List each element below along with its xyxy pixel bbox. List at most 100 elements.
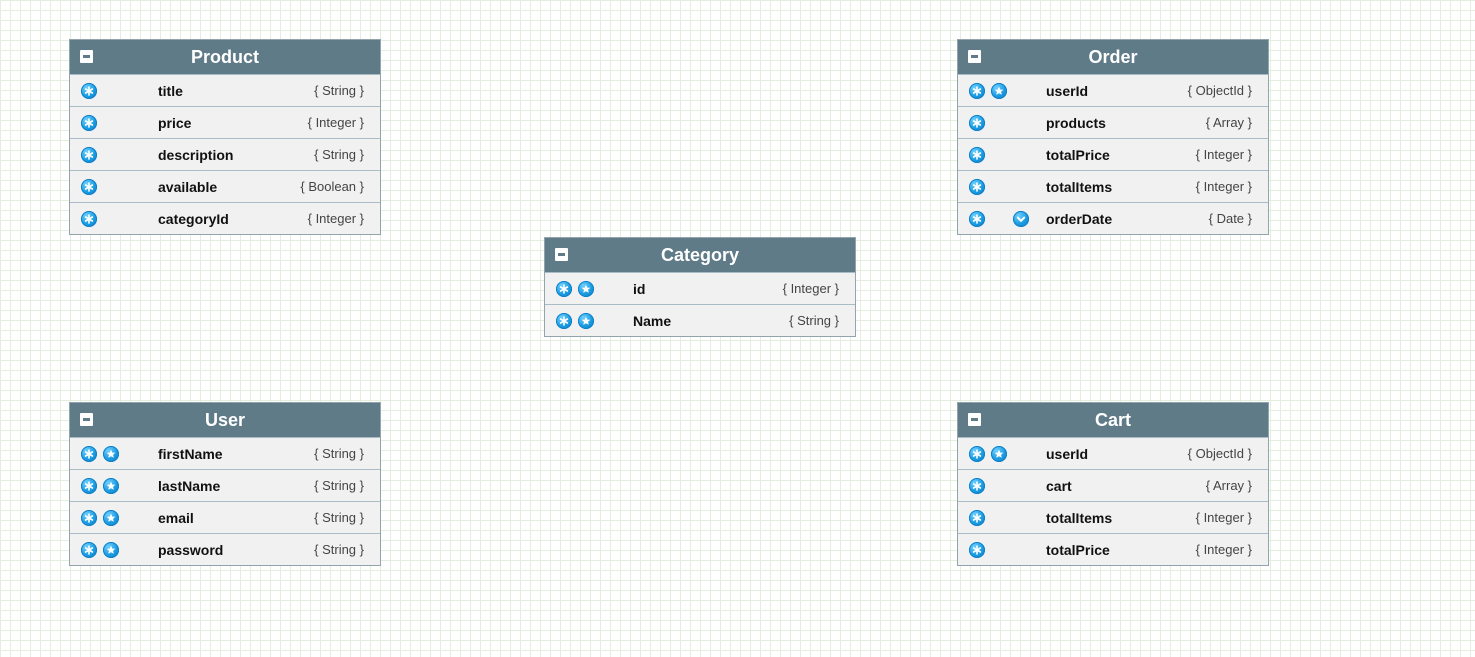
field-row[interactable]: lastName{ String } xyxy=(70,469,380,501)
field-icons xyxy=(81,179,151,195)
entity-header[interactable]: Category xyxy=(545,238,855,272)
field-icons xyxy=(81,542,151,558)
field-row[interactable]: password{ String } xyxy=(70,533,380,565)
asterisk-icon[interactable] xyxy=(969,542,985,558)
star-icon[interactable] xyxy=(103,510,119,526)
field-name: cart xyxy=(1046,478,1072,494)
entity-title: Category xyxy=(660,244,740,265)
star-icon[interactable] xyxy=(103,446,119,462)
collapse-icon[interactable] xyxy=(80,50,93,63)
field-row[interactable]: cart { Array } xyxy=(958,469,1268,501)
asterisk-icon[interactable] xyxy=(969,478,985,494)
field-row[interactable]: userId{ ObjectId } xyxy=(958,437,1268,469)
field-type: { String } xyxy=(314,542,364,557)
field-row[interactable]: totalItems { Integer } xyxy=(958,501,1268,533)
field-row[interactable]: available{ Boolean } xyxy=(70,170,380,202)
field-icons xyxy=(969,83,1039,99)
field-type: { Integer } xyxy=(1195,179,1252,194)
field-row[interactable]: title { String } xyxy=(70,74,380,106)
field-row[interactable]: totalItems{ Integer } xyxy=(958,170,1268,202)
field-type: { Array } xyxy=(1205,478,1252,493)
collapse-icon[interactable] xyxy=(968,413,981,426)
field-row[interactable]: Name{ String } xyxy=(545,304,855,336)
field-row[interactable]: totalPrice{ Integer } xyxy=(958,138,1268,170)
asterisk-icon[interactable] xyxy=(81,211,97,227)
asterisk-icon[interactable] xyxy=(81,179,97,195)
field-type: { String } xyxy=(314,446,364,461)
chevron-down-icon[interactable] xyxy=(1013,211,1029,227)
field-icons xyxy=(969,115,1039,131)
asterisk-icon[interactable] xyxy=(556,281,572,297)
asterisk-icon[interactable] xyxy=(81,478,97,494)
field-type: { String } xyxy=(314,83,364,98)
field-icons xyxy=(969,510,1039,526)
collapse-icon[interactable] xyxy=(555,248,568,261)
field-type: { Date } xyxy=(1208,211,1252,226)
asterisk-icon[interactable] xyxy=(969,510,985,526)
entity-category[interactable]: Category id{ Integer }Name{ String } xyxy=(544,237,856,337)
field-row[interactable]: products{ Array } xyxy=(958,106,1268,138)
entity-title: Cart xyxy=(1094,409,1131,430)
field-icons xyxy=(81,446,151,462)
star-icon[interactable] xyxy=(578,281,594,297)
field-name: title xyxy=(158,83,183,99)
field-icons xyxy=(969,211,1039,227)
field-name: totalItems xyxy=(1046,510,1113,526)
field-row[interactable]: totalPrice{ Integer } xyxy=(958,533,1268,565)
asterisk-icon[interactable] xyxy=(969,115,985,131)
field-row[interactable]: id{ Integer } xyxy=(545,272,855,304)
star-icon[interactable] xyxy=(991,83,1007,99)
star-icon[interactable] xyxy=(578,313,594,329)
field-icons xyxy=(969,446,1039,462)
entity-header[interactable]: Product xyxy=(70,40,380,74)
field-row[interactable]: orderDate{ Date } xyxy=(958,202,1268,234)
field-icons xyxy=(81,83,151,99)
entity-header[interactable]: Order xyxy=(958,40,1268,74)
asterisk-icon[interactable] xyxy=(969,446,985,462)
entity-cart[interactable]: Cart userId{ ObjectId } cart { Array } tota… xyxy=(957,402,1269,566)
star-icon[interactable] xyxy=(103,478,119,494)
asterisk-icon[interactable] xyxy=(969,211,985,227)
asterisk-icon[interactable] xyxy=(81,147,97,163)
field-name: email xyxy=(158,510,194,526)
field-type: { Integer } xyxy=(1195,542,1252,557)
entity-header[interactable]: User xyxy=(70,403,380,437)
field-row[interactable]: userId{ ObjectId } xyxy=(958,74,1268,106)
star-icon[interactable] xyxy=(991,446,1007,462)
asterisk-icon[interactable] xyxy=(969,83,985,99)
asterisk-icon[interactable] xyxy=(81,446,97,462)
field-name: userId xyxy=(1046,83,1089,99)
asterisk-icon[interactable] xyxy=(81,542,97,558)
entity-user[interactable]: User firstName{ String }lastName{ String… xyxy=(69,402,381,566)
asterisk-icon[interactable] xyxy=(81,510,97,526)
field-icons xyxy=(969,179,1039,195)
field-name: Name xyxy=(633,313,672,329)
collapse-icon[interactable] xyxy=(80,413,93,426)
field-type: { Integer } xyxy=(1195,510,1252,525)
field-row[interactable]: description{ String } xyxy=(70,138,380,170)
asterisk-icon[interactable] xyxy=(969,179,985,195)
field-name: id xyxy=(633,281,646,297)
asterisk-icon[interactable] xyxy=(969,147,985,163)
star-icon[interactable] xyxy=(103,542,119,558)
entity-header[interactable]: Cart xyxy=(958,403,1268,437)
field-type: { String } xyxy=(314,478,364,493)
entity-title: User xyxy=(204,409,246,430)
field-icons xyxy=(81,510,151,526)
field-icons xyxy=(81,478,151,494)
entity-product[interactable]: Product title { String } price{ Integer }d… xyxy=(69,39,381,235)
entity-order[interactable]: Order userId{ ObjectId }products{ Array … xyxy=(957,39,1269,235)
asterisk-icon[interactable] xyxy=(81,83,97,99)
field-row[interactable]: categoryId{ Integer } xyxy=(70,202,380,234)
field-row[interactable]: firstName{ String } xyxy=(70,437,380,469)
asterisk-icon[interactable] xyxy=(556,313,572,329)
field-row[interactable]: email{ String } xyxy=(70,501,380,533)
field-icons xyxy=(969,147,1039,163)
asterisk-icon[interactable] xyxy=(81,115,97,131)
collapse-icon[interactable] xyxy=(968,50,981,63)
field-name: available xyxy=(158,179,218,195)
field-icons xyxy=(969,478,1039,494)
field-row[interactable]: price{ Integer } xyxy=(70,106,380,138)
field-type: { Integer } xyxy=(307,211,364,226)
field-type: { Integer } xyxy=(1195,147,1252,162)
